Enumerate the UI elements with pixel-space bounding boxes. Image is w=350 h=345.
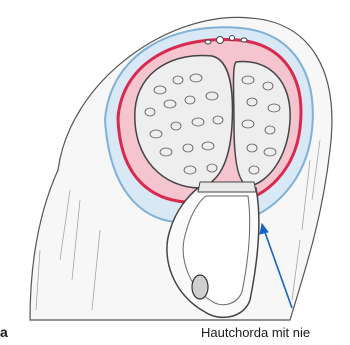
figure-panel-letter: a	[0, 324, 8, 340]
skin-chorda	[198, 182, 256, 192]
urethral-opening	[192, 275, 208, 299]
annotation-label: Hautchorda mit nie	[201, 325, 310, 340]
